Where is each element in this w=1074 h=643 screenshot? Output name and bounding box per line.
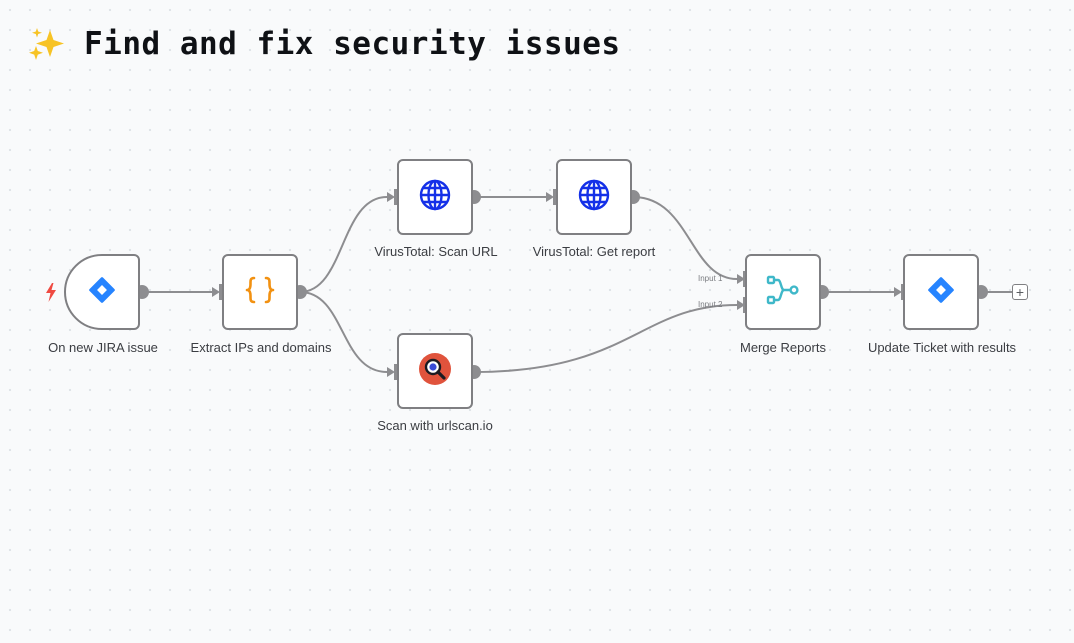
edge-urlscan-merge: [473, 304, 738, 373]
input-handle: [394, 189, 399, 205]
input-1-label: Input 1: [698, 274, 723, 283]
node-vt-scan-url[interactable]: [397, 159, 473, 235]
node-label: VirusTotal: Get report: [532, 244, 656, 259]
plus-icon: +: [1015, 284, 1025, 300]
edge-extract-urlscan: [299, 291, 388, 373]
code-braces-icon: [243, 273, 277, 312]
node-label: Extract IPs and domains: [190, 340, 332, 355]
globe-icon: [418, 178, 452, 217]
node-label: Update Ticket with results: [867, 340, 1017, 355]
input-2-label: Input 2: [698, 300, 723, 309]
workflow-title: Find and fix security issues: [28, 24, 621, 64]
input-handle: [553, 189, 558, 205]
urlscan-search-icon: [418, 352, 452, 391]
node-label: Merge Reports: [740, 340, 826, 355]
node-extract[interactable]: [222, 254, 298, 330]
input-handle: [394, 364, 399, 380]
edge-extract-vt-scan: [299, 196, 388, 293]
node-label: Scan with urlscan.io: [377, 418, 493, 433]
trigger-bolt-icon: [45, 283, 57, 307]
merge-icon: [765, 272, 801, 313]
node-vt-get-report[interactable]: [556, 159, 632, 235]
jira-diamond-icon: [88, 276, 116, 309]
node-label: On new JIRA issue: [48, 340, 158, 355]
jira-diamond-icon: [927, 276, 955, 309]
node-update-ticket[interactable]: [903, 254, 979, 330]
input-handle: [219, 284, 224, 300]
node-urlscan[interactable]: [397, 333, 473, 409]
add-node-button[interactable]: +: [1012, 284, 1028, 300]
edge-vt-report-merge: [632, 196, 738, 280]
node-label: VirusTotal: Scan URL: [374, 244, 498, 259]
globe-icon: [577, 178, 611, 217]
workflow-title-text: Find and fix security issues: [84, 26, 621, 62]
sparkles-icon: [28, 26, 68, 62]
node-jira-trigger[interactable]: [64, 254, 140, 330]
node-merge-reports[interactable]: [745, 254, 821, 330]
